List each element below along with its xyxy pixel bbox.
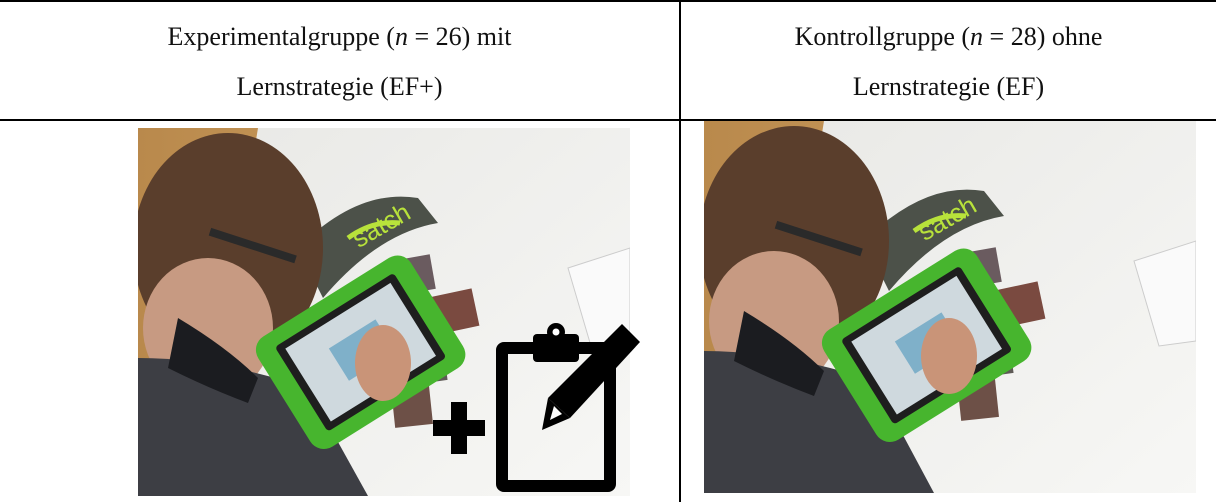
header-experimental-line2: Lernstrategie (EF+) xyxy=(236,72,443,101)
header-control-line2: Lernstrategie (EF) xyxy=(852,72,1045,101)
header-control-line1: Kontrollgruppe (n = 28) ohne xyxy=(794,22,1103,51)
photo-control-group: satch xyxy=(704,121,1196,493)
photo-experimental-group: satch xyxy=(138,128,630,496)
table-top-rule xyxy=(0,0,1216,2)
clipboard-pencil-icon xyxy=(496,323,640,492)
plus-icon xyxy=(433,402,485,454)
header-experimental-group: Experimentalgruppe (n = 26) mit Lernstra… xyxy=(0,12,679,112)
header-control-group: Kontrollgruppe (n = 28) ohne Lernstrateg… xyxy=(681,12,1216,112)
strategy-overlay xyxy=(430,318,640,498)
table-header-rule xyxy=(0,119,1216,121)
table-column-divider xyxy=(679,0,681,502)
header-experimental-line1: Experimentalgruppe (n = 26) mit xyxy=(167,22,512,51)
